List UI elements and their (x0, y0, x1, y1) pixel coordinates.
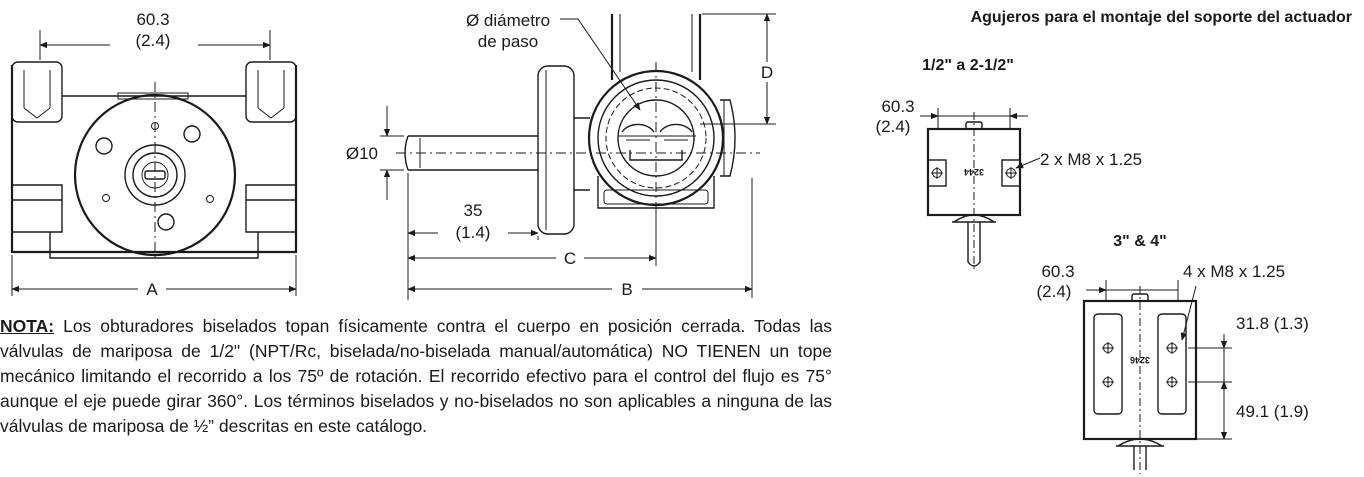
front-view: 60.3 (2.4) A (10, 10, 298, 299)
bracket-large-mark: 3246 (1130, 355, 1150, 365)
side-callout-leader (560, 18, 641, 111)
bracket-large: 3" & 4" 60.3 (2.4) 4 x M8 x 1.25 3246 (1037, 233, 1309, 474)
side-dim-35: 35 (464, 201, 483, 220)
note-head: NOTA: (0, 316, 55, 336)
side-dim-35-in: (1.4) (456, 223, 491, 242)
front-dim-top: 60.3 (136, 10, 169, 29)
mounting-section: Agujeros para el montaje del soporte del… (876, 9, 1352, 474)
side-shaft (408, 135, 538, 171)
bracket-large-spacing2: 49.1 (1.9) (1236, 402, 1309, 421)
side-dim-dia: Ø10 (346, 144, 378, 163)
side-dim-c: C (564, 249, 576, 268)
side-dim-d: D (761, 63, 773, 82)
bracket-small-dim-in: (2.4) (876, 117, 911, 136)
side-view: Ø diámetro de paso D Ø10 35 (1.4) C B (346, 11, 776, 300)
note-body: Los obturadores biselados topan físicame… (0, 316, 832, 436)
front-dim-top-in: (2.4) (136, 31, 171, 50)
bracket-large-holes: 4 x M8 x 1.25 (1183, 262, 1285, 281)
bracket-large-dim: 60.3 (1041, 262, 1074, 281)
front-body-outline (10, 65, 298, 254)
mounting-title: Agujeros para el montaje del soporte del… (971, 9, 1352, 26)
bracket-large-dim-in: (2.4) (1037, 282, 1072, 301)
bracket-large-title: 3" & 4" (1113, 233, 1166, 250)
bracket-small-dim: 60.3 (881, 97, 914, 116)
front-left-column (11, 61, 63, 123)
side-dim-b: B (621, 280, 632, 299)
side-callout-line1: Ø diámetro (466, 11, 550, 30)
side-callout-line2: de paso (478, 32, 539, 51)
front-flange (73, 93, 237, 257)
note-paragraph: NOTA: Los obturadores biselados topan fí… (0, 314, 832, 439)
side-actuator-disc (537, 65, 575, 235)
bracket-small-holes: 2 x M8 x 1.25 (1040, 150, 1142, 169)
bracket-small: 1/2" a 2-1/2" 60.3 (2.4) 3244 2 x M8 x 1… (876, 57, 1142, 270)
bracket-small-title: 1/2" a 2-1/2" (922, 57, 1014, 74)
front-right-column (245, 61, 297, 123)
front-dim-a: A (146, 280, 158, 299)
bracket-large-spacing1: 31.8 (1.3) (1236, 314, 1309, 333)
